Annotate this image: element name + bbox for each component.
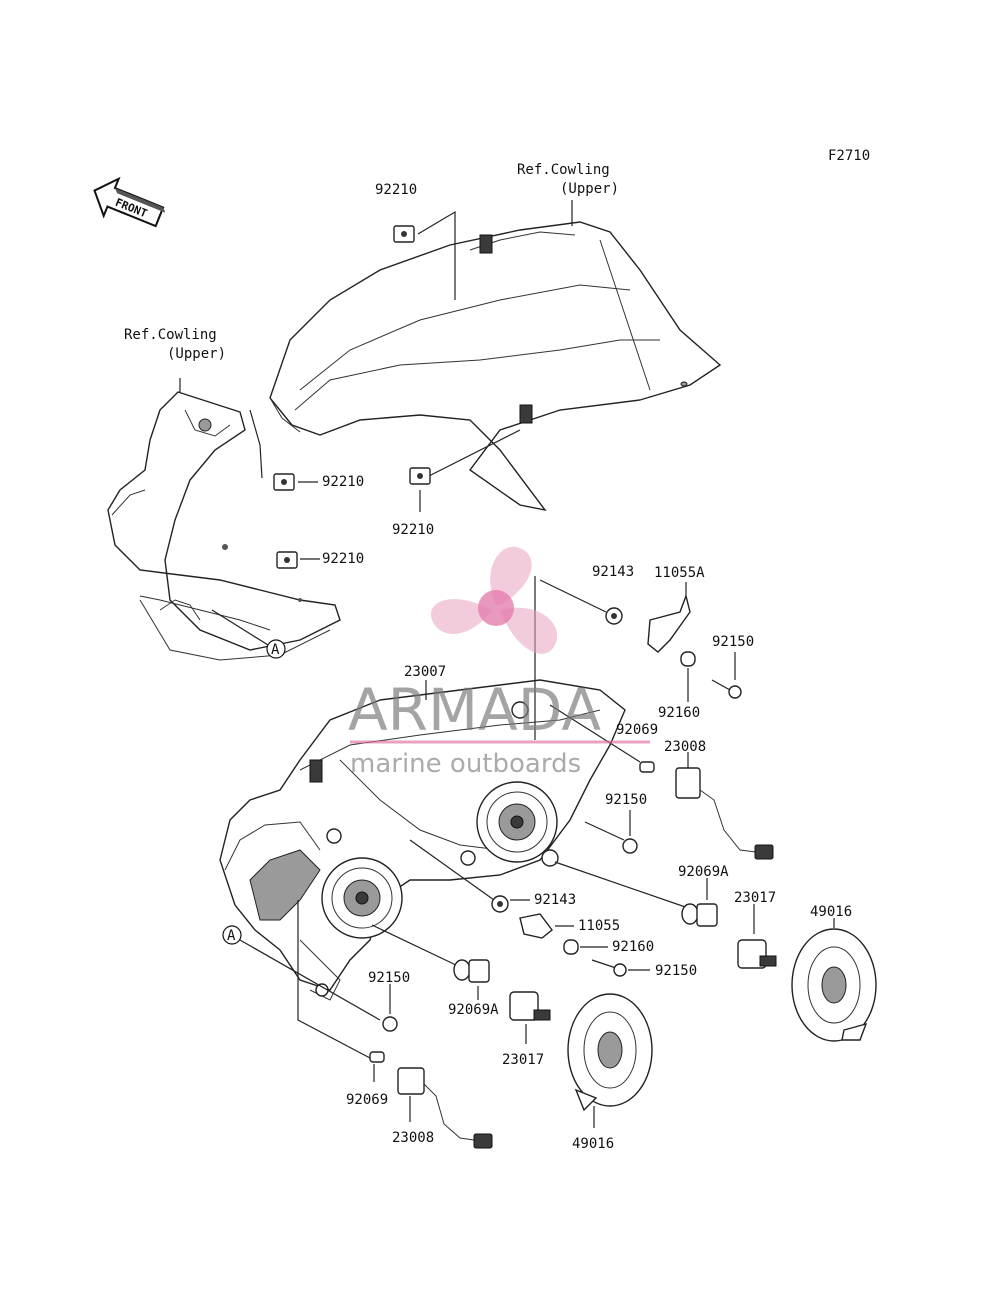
clip-icon (273, 225, 431, 569)
part-23017-right[interactable]: 23017 (734, 890, 776, 906)
part-92210-bottom[interactable]: 92210 (322, 551, 364, 567)
socket-icon (397, 1067, 493, 1149)
part-92069A-mid[interactable]: 92069A (448, 1002, 499, 1018)
part-92210-low[interactable]: 92210 (392, 522, 434, 538)
callout-a-upper[interactable]: A (271, 642, 280, 658)
part-92069A-right[interactable]: 92069A (678, 864, 729, 880)
bulb-icon (453, 959, 490, 983)
part-92069-top[interactable]: 92069 (616, 722, 658, 738)
part-92150-top[interactable]: 92150 (712, 634, 754, 650)
ref-cowling-left-line1: Ref.Cowling (124, 327, 217, 343)
part-92069-bottom[interactable]: 92069 (346, 1092, 388, 1108)
callout-a-lower[interactable]: A (227, 928, 236, 944)
ref-cowling-left-line2: (Upper) (167, 346, 226, 362)
part-92143-mid[interactable]: 92143 (534, 892, 576, 908)
armada-logo: ARMADA marine outboards (348, 546, 650, 779)
part-92160-mid[interactable]: 92160 (612, 939, 654, 955)
part-49016-right[interactable]: 49016 (810, 904, 852, 920)
part-92150-left[interactable]: 92150 (368, 970, 410, 986)
left-cowling-drawing (107, 391, 341, 661)
socket-icon (737, 939, 777, 969)
part-49016-bottom[interactable]: 49016 (572, 1136, 614, 1152)
leaders-upper (417, 200, 573, 479)
part-92210-top[interactable]: 92210 (375, 182, 417, 198)
cover-icon (791, 928, 877, 1042)
watermark-brand: ARMADA (348, 676, 601, 744)
part-23007[interactable]: 23007 (404, 664, 446, 680)
part-11055A[interactable]: 11055A (654, 565, 705, 581)
front-arrow-icon: FRONT (93, 176, 166, 228)
part-23008-top[interactable]: 23008 (664, 739, 706, 755)
socket-icon (509, 991, 551, 1021)
part-92150-right[interactable]: 92150 (655, 963, 697, 979)
part-11055[interactable]: 11055 (578, 918, 620, 934)
part-92150-mid[interactable]: 92150 (605, 792, 647, 808)
ref-cowling-top-line2: (Upper) (560, 181, 619, 197)
part-23017-mid[interactable]: 23017 (502, 1052, 544, 1068)
part-23008-bottom[interactable]: 23008 (392, 1130, 434, 1146)
part-92210-mid[interactable]: 92210 (322, 474, 364, 490)
headlight-assembly-drawing (219, 679, 626, 1001)
bulb-icon (681, 903, 718, 927)
watermark-tagline: marine outboards (350, 749, 581, 779)
upper-cowling-drawing (269, 221, 722, 512)
part-92143-top[interactable]: 92143 (592, 564, 634, 580)
part-92160-top[interactable]: 92160 (658, 705, 700, 721)
cover-icon (567, 993, 653, 1112)
ref-cowling-top-line1: Ref.Cowling (517, 162, 610, 178)
figure-code: F2710 (828, 148, 870, 164)
socket-icon (675, 767, 774, 860)
